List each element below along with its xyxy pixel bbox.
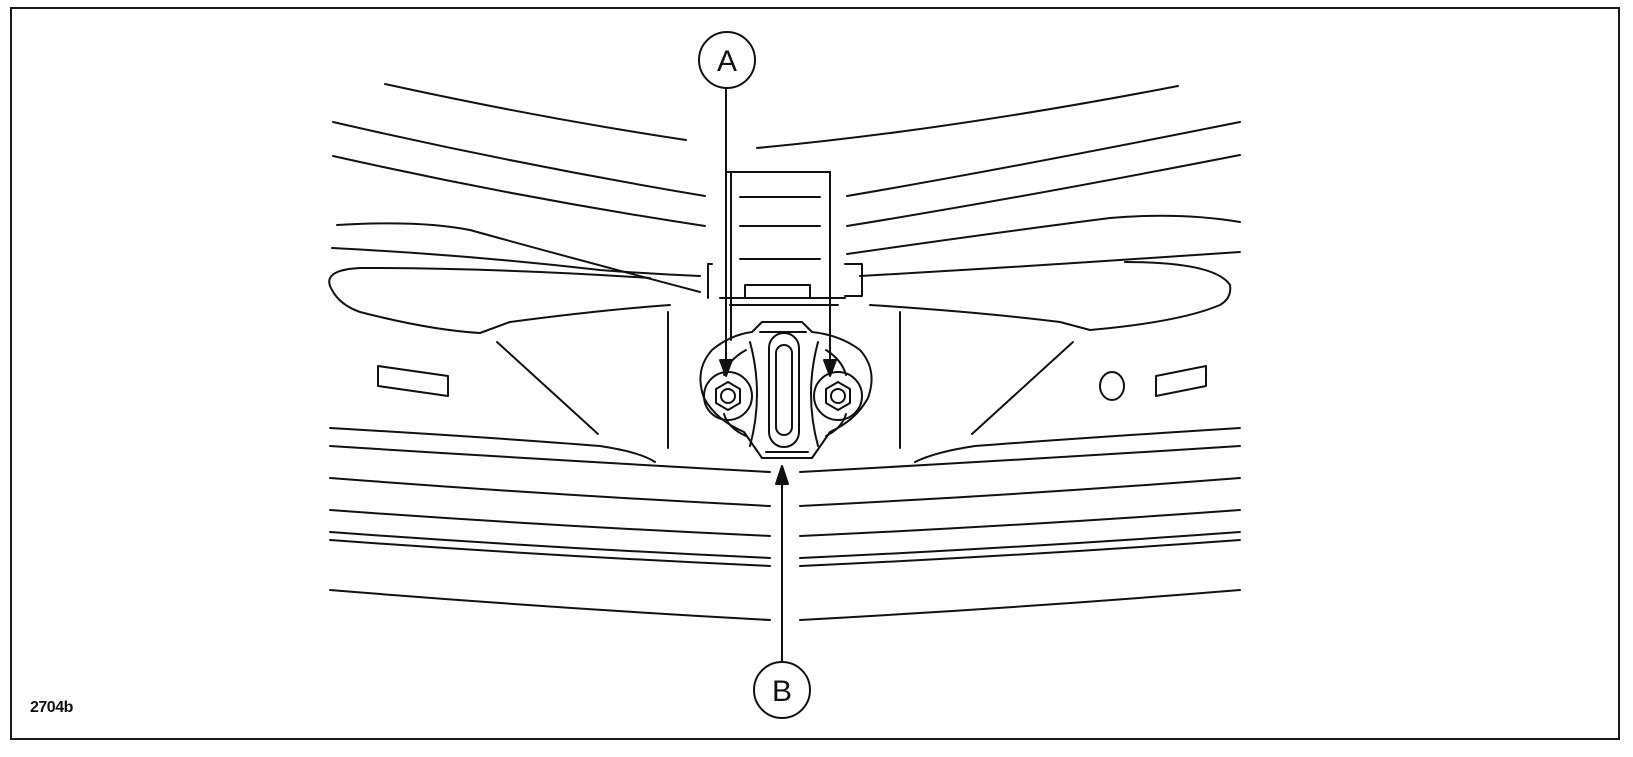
diagram-frame — [10, 7, 1620, 740]
upper-panel-lines-right — [756, 85, 1241, 277]
callout-a-leaders — [719, 85, 837, 377]
callout-a-label: A — [717, 45, 737, 78]
figure-reference-code: 2704b — [30, 699, 73, 716]
side-details — [377, 365, 1207, 401]
callout-b-label: B — [772, 675, 792, 708]
callout-a: A — [698, 31, 756, 89]
grille-braces — [496, 311, 1074, 449]
upper-panel-lines-left — [331, 83, 706, 293]
lower-panel-lines-left — [329, 427, 771, 621]
callout-b-leader — [775, 465, 789, 665]
grille-upper-bar — [328, 261, 1232, 334]
bolt-right — [813, 371, 863, 421]
bolt-left — [703, 371, 753, 421]
lower-panel-lines-right — [799, 427, 1241, 621]
centre-recess — [707, 171, 863, 341]
callout-b: B — [753, 661, 811, 719]
